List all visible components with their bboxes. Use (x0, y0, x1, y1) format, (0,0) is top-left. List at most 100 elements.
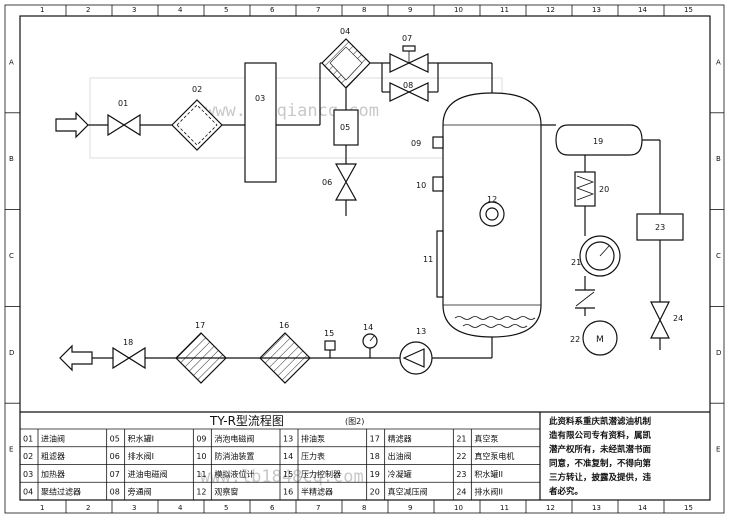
column-label-11-bottom: 11 (500, 504, 509, 512)
column-label-10-top: 10 (454, 6, 463, 14)
legend-name: 压力控制器 (301, 469, 341, 479)
legend-number: 21 (456, 434, 466, 443)
legend-name: 进油阀 (41, 433, 65, 443)
row-label-C-right: C (716, 252, 721, 260)
inlet-valve-01: 01 (107, 99, 141, 137)
row-label-D-left: D (9, 349, 14, 357)
legend-number: 20 (370, 488, 380, 497)
copyright-notice: 此资料系重庆凯潜滤油机制 造有限公司专有资料，属凯 潜产权所有，未经凯潜书面 同… (548, 416, 652, 497)
legend-name: 排油泵 (301, 433, 325, 443)
pressure-gauge-14: 14 (362, 323, 378, 349)
legend-number: 09 (196, 434, 206, 443)
column-label-5-bottom: 5 (224, 504, 228, 512)
column-label-12-bottom: 12 (546, 504, 555, 512)
legend-number: 02 (23, 452, 33, 461)
legend-number: 08 (110, 488, 120, 497)
legend-name: 聚结过滤器 (41, 487, 81, 497)
svg-text:M: M (596, 335, 604, 345)
svg-text:20: 20 (599, 185, 609, 194)
svg-text:三方转让，披露及提供，违: 三方转让，披露及提供，违 (549, 472, 652, 483)
legend-number: 05 (110, 434, 120, 443)
row-label-E-left: E (9, 446, 13, 454)
legend-name: 防消油装置 (214, 451, 254, 461)
column-labels: 1122334455667788991010111112121313141415… (40, 6, 693, 512)
column-label-15-bottom: 15 (684, 504, 693, 512)
water-tank-05: 05 (333, 109, 359, 146)
svg-text:08: 08 (403, 81, 413, 90)
svg-text:02: 02 (192, 85, 202, 94)
column-label-6-top: 6 (270, 6, 275, 14)
column-label-11-top: 11 (500, 6, 509, 14)
fine-filter-17: 17 (175, 321, 227, 384)
svg-text:22: 22 (570, 335, 580, 344)
anti-overflow-10: 10 (416, 176, 444, 192)
row-label-B-right: B (716, 155, 721, 163)
legend-name: 冷凝罐 (388, 469, 412, 479)
legend-number: 14 (283, 452, 293, 461)
legend-number: 18 (370, 452, 380, 461)
row-label-C-left: C (9, 252, 14, 260)
bypass-valve-08: 08 (389, 81, 429, 102)
grid-ticks (5, 5, 724, 513)
legend-number: 17 (370, 434, 380, 443)
svg-text:07: 07 (402, 34, 412, 43)
column-label-14-top: 14 (638, 6, 647, 14)
legend-name: 粗滤器 (41, 451, 65, 461)
column-label-4-top: 4 (178, 6, 183, 14)
svg-text:03: 03 (255, 94, 265, 103)
svg-text:13: 13 (416, 327, 426, 336)
svg-text:17: 17 (195, 321, 205, 330)
column-label-12-top: 12 (546, 6, 555, 14)
column-label-14-bottom: 14 (638, 504, 647, 512)
legend-name: 进油电磁阀 (128, 469, 168, 479)
water-tank-23: 23 (636, 213, 684, 241)
defoam-valve-09: 09 (411, 136, 444, 149)
pump-motor-22: M 22 (570, 320, 618, 356)
legend-name: 压力表 (301, 451, 325, 461)
legend-name: 排水阀II (474, 487, 503, 497)
legend-name: 精滤器 (388, 433, 412, 443)
semi-fine-filter-16: 16 (259, 321, 311, 384)
column-label-3-bottom: 3 (132, 504, 136, 512)
legend-name: 出油阀 (388, 451, 412, 461)
legend-name: 半精滤器 (301, 487, 333, 497)
outlet-valve-18: 18 (112, 338, 146, 370)
column-label-15-top: 15 (684, 6, 693, 14)
svg-text:14: 14 (363, 323, 373, 332)
svg-text:23: 23 (655, 223, 665, 232)
svg-text:者必究。: 者必究。 (548, 486, 583, 497)
svg-text:15: 15 (324, 329, 334, 338)
legend-name: 模拟液位计 (214, 469, 254, 479)
column-label-8-bottom: 8 (362, 504, 366, 512)
level-gauge-11: 11 (423, 230, 444, 298)
legend-name: 排水阀I (128, 451, 154, 461)
legend-name: 旁通阀 (128, 487, 152, 497)
column-label-8-top: 8 (362, 6, 366, 14)
column-label-10-bottom: 10 (454, 504, 463, 512)
svg-text:12: 12 (487, 195, 497, 204)
legend-number: 24 (456, 488, 466, 497)
legend-name: 真空泵电机 (474, 451, 514, 461)
relief-valve-20: 20 (574, 171, 609, 207)
legend-number: 10 (196, 452, 206, 461)
legend-name: 观察窗 (214, 487, 238, 497)
svg-text:05: 05 (340, 123, 350, 132)
svg-text:01: 01 (118, 99, 128, 108)
outer-border (4, 4, 725, 514)
diagram-title: TY-R型流程图 (209, 413, 284, 428)
row-label-D-right: D (716, 349, 721, 357)
svg-text:11: 11 (423, 255, 433, 264)
svg-text:24: 24 (673, 314, 683, 323)
row-label-E-right: E (716, 446, 720, 454)
svg-text:09: 09 (411, 139, 421, 148)
svg-text:此资料系重庆凯潜滤油机制: 此资料系重庆凯潜滤油机制 (549, 416, 652, 427)
row-label-A-left: A (9, 58, 14, 66)
svg-text:18: 18 (123, 338, 133, 347)
svg-text:潜产权所有，未经凯潜书面: 潜产权所有，未经凯潜书面 (549, 444, 652, 455)
drain-valve-06: 06 (322, 163, 358, 201)
condenser-19: 19 (555, 124, 643, 156)
column-label-13-bottom: 13 (592, 504, 601, 512)
